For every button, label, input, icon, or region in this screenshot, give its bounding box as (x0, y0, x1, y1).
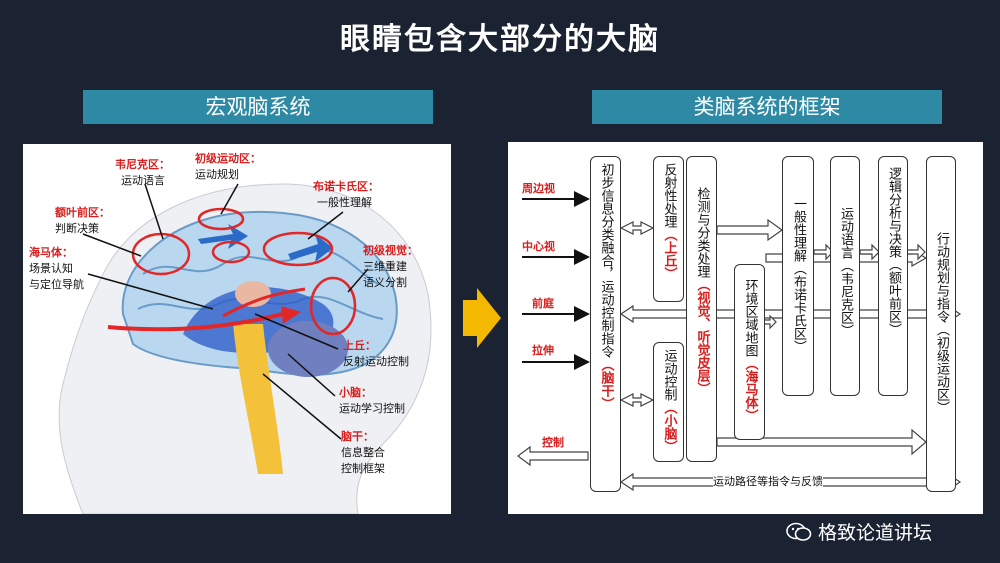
input-vestibular: 前庭 (532, 297, 554, 310)
box-wernicke: 运动语言（韦尼克区） (830, 156, 860, 396)
brainstem-label: 脑干： 信息整合 控制框架 (341, 430, 385, 475)
wernicke-label: 韦尼克区： 运动语言 (115, 158, 170, 187)
frontal-label: 额叶前区： 判断决策 (55, 206, 110, 235)
broca-label: 布诺卡氏区： 一般性理解 (313, 180, 379, 209)
watermark: 格致论道讲坛 (786, 518, 932, 545)
hippocampus-label: 海马体： 场景认知 与定位导航 (29, 246, 84, 291)
framework-panel: 周边视 中心视 前庭 拉伸 控制 初步信息分类融合，运动控制指令（脑干） 反射性… (508, 142, 983, 514)
box-frontal: 逻辑分析与决策（额叶前区） (878, 156, 908, 396)
box-sensory-cortex: 检测与分类处理（视觉、听觉皮层） (686, 156, 717, 462)
right-header: 类脑系统的框架 (592, 90, 942, 124)
brain-panel: 韦尼克区： 运动语言 初级运动区： 运动规划 布诺卡氏区： 一般性理解 额叶前区… (23, 144, 451, 514)
output-control: 控制 (542, 436, 564, 449)
box-broca: 一般性理解（布诺卡氏区） (782, 156, 814, 396)
box-motor: 行动规划与指令（初级运动区） (926, 156, 956, 492)
left-header: 宏观脑系统 (83, 90, 433, 124)
box-cerebellum: 运动控制（小脑） (653, 342, 684, 462)
bottom-feedback-label: 运动路径等指令与反馈 (713, 473, 823, 489)
colliculus-label: 上丘： 反射运动控制 (343, 339, 409, 368)
box-hippocampus: 环境区域地图（海马体） (734, 264, 765, 440)
input-central-vision: 中心视 (522, 240, 555, 253)
input-stretch: 拉伸 (532, 344, 554, 357)
visual-cortex-label: 初级视觉： 三维重建 语义分割 (363, 244, 418, 289)
transition-arrow-icon (463, 288, 501, 348)
brain-illustration (58, 183, 432, 514)
input-peripheral-vision: 周边视 (522, 182, 555, 195)
wechat-icon (786, 522, 812, 541)
box-colliculus: 反射性处理（上丘） (653, 156, 684, 302)
page-title: 眼睛包含大部分的大脑 (340, 22, 660, 57)
box-brainstem: 初步信息分类融合，运动控制指令（脑干） (590, 156, 621, 492)
motor-area-label: 初级运动区： 运动规划 (195, 152, 261, 181)
cerebellum-label: 小脑： 运动学习控制 (339, 386, 405, 415)
